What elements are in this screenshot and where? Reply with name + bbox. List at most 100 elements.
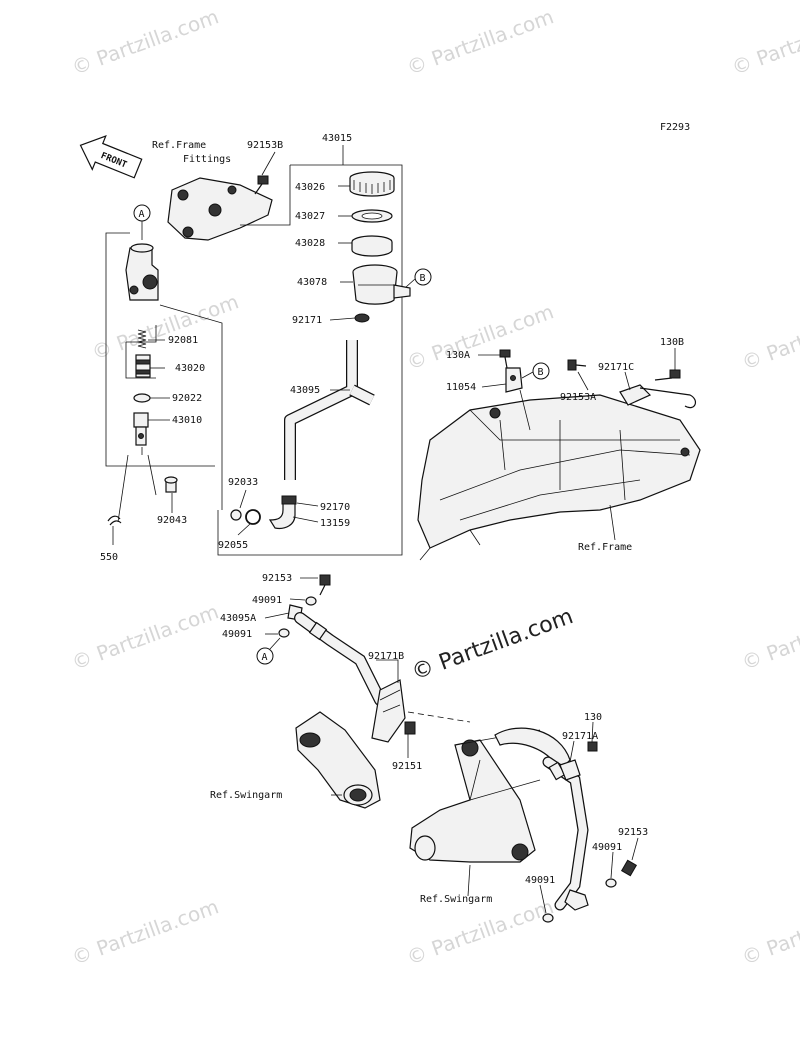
reservoir-cap-43026: [349, 171, 395, 197]
frame-leaders: [478, 348, 676, 541]
banjo-bolt-92153: [319, 574, 331, 596]
label-92033: 92033: [228, 477, 258, 488]
label-49091: 49091: [222, 629, 252, 640]
label-92153B: 92153B: [247, 140, 283, 151]
label-43095A: 43095A: [220, 613, 256, 624]
frame: [417, 394, 701, 561]
svg-text:A: A: [139, 209, 145, 220]
spring-92081: [137, 329, 147, 349]
label-92171B: 92171B: [368, 651, 404, 662]
watermark: © Partzilla.com: [69, 894, 222, 969]
watermark: © Partzilla.com: [69, 599, 222, 674]
label-ref-frame-fittings: Fittings: [183, 154, 231, 165]
watermark: © Partzilla.com: [404, 4, 557, 79]
label-92171C: 92171C: [598, 362, 634, 373]
pin-92043: [164, 476, 178, 493]
part-labels: Ref.Frame Fittings 92153B 43015 43026 43…: [100, 133, 684, 905]
clamp-92171B: [371, 679, 406, 743]
pushrod-43010: [133, 412, 149, 446]
label-92055: 92055: [218, 540, 248, 551]
washer-92022: [133, 393, 151, 403]
label-130B: 130B: [660, 337, 684, 348]
label-92153: 92153: [262, 573, 292, 584]
watermark: © Partzilla.com: [404, 299, 557, 374]
label-130A: 130A: [446, 350, 470, 361]
hose-lower: [542, 756, 589, 911]
label-43028: 43028: [295, 238, 325, 249]
bolt-92153A: [567, 359, 587, 371]
label-49091: 49091: [525, 875, 555, 886]
label-92151: 92151: [392, 761, 422, 772]
label-92171: 92171: [292, 315, 322, 326]
washer-49091-d: [542, 913, 554, 923]
label-43015: 43015: [322, 133, 352, 144]
callout-b-right: B: [405, 268, 432, 288]
svg-text:B: B: [420, 273, 426, 284]
label-ref-swingarm: Ref.Swingarm: [420, 894, 492, 905]
piston-43020: [135, 354, 151, 378]
label-92153: 92153: [618, 827, 648, 838]
label-43026: 43026: [295, 182, 325, 193]
label-130: 130: [584, 712, 602, 723]
label-43095: 43095: [290, 385, 320, 396]
banjo-bolt-92153-lower: [620, 859, 638, 877]
label-13159: 13159: [320, 518, 350, 529]
swingarm-left: [295, 711, 381, 809]
watermark-center: © Partzilla.com: [409, 604, 577, 686]
callout-a-top: A: [133, 204, 151, 240]
washer-49091-c: [605, 878, 617, 888]
label-43027: 43027: [295, 211, 325, 222]
watermark: © Partzilla.com: [729, 4, 800, 79]
front-arrow: FRONT: [79, 135, 143, 179]
callout-a-bottom: A: [256, 637, 281, 665]
bolt-92151: [404, 721, 416, 735]
fitting-13159: [268, 495, 297, 530]
label-550: 550: [100, 552, 118, 563]
washer-92033: [230, 509, 242, 521]
label-49091: 49091: [592, 842, 622, 853]
label-43078: 43078: [297, 277, 327, 288]
label-49091: 49091: [252, 595, 282, 606]
swingarm-right: [409, 727, 571, 863]
watermark: © Partzilla.com: [739, 299, 800, 374]
clamp-92171C: [619, 369, 697, 409]
figure-id: F2293: [660, 122, 690, 133]
master-cylinder: [125, 243, 159, 301]
reservoir-box: [217, 145, 403, 556]
connecting-dashed-line: [407, 711, 471, 723]
clamp-92171: [354, 313, 370, 323]
label-92022: 92022: [172, 393, 202, 404]
lower-leaders: [264, 577, 639, 914]
watermark: © Partzilla.com: [404, 894, 557, 969]
cotter-pin-550: [107, 515, 122, 526]
label-ref-swingarm: Ref.Swingarm: [210, 790, 282, 801]
label-ref-frame: Ref.Frame: [578, 542, 632, 553]
diaphragm-43028: [351, 235, 393, 257]
label-92153A: 92153A: [560, 392, 596, 403]
label-92171A: 92171A: [562, 731, 598, 742]
reservoir-tank-43078: [352, 264, 411, 305]
watermark: © Partzilla.com: [89, 289, 242, 364]
watermark: © Partzilla.com: [739, 599, 800, 674]
hose-43095A: [287, 604, 386, 706]
assembly-lines: [105, 232, 223, 523]
label-43020: 43020: [175, 363, 205, 374]
label-92170: 92170: [320, 502, 350, 513]
svg-text:B: B: [538, 367, 544, 378]
oring-92055: [245, 509, 261, 525]
callout-b-frame: B: [521, 362, 550, 380]
svg-text:A: A: [262, 652, 268, 663]
label-11054: 11054: [446, 382, 476, 393]
upper-leaders: [112, 151, 356, 545]
label-ref-frame-fittings: Ref.Frame: [152, 140, 206, 151]
label-43010: 43010: [172, 415, 202, 426]
washer-49091-a: [305, 596, 317, 606]
label-92043: 92043: [157, 515, 187, 526]
watermark: © Partzilla.com: [69, 4, 222, 79]
watermark: © Partzilla.com: [739, 894, 800, 969]
bolt-92153B: [254, 175, 269, 195]
washer-49091-b: [278, 628, 290, 638]
label-92081: 92081: [168, 335, 198, 346]
bracket-11054: [499, 349, 523, 393]
